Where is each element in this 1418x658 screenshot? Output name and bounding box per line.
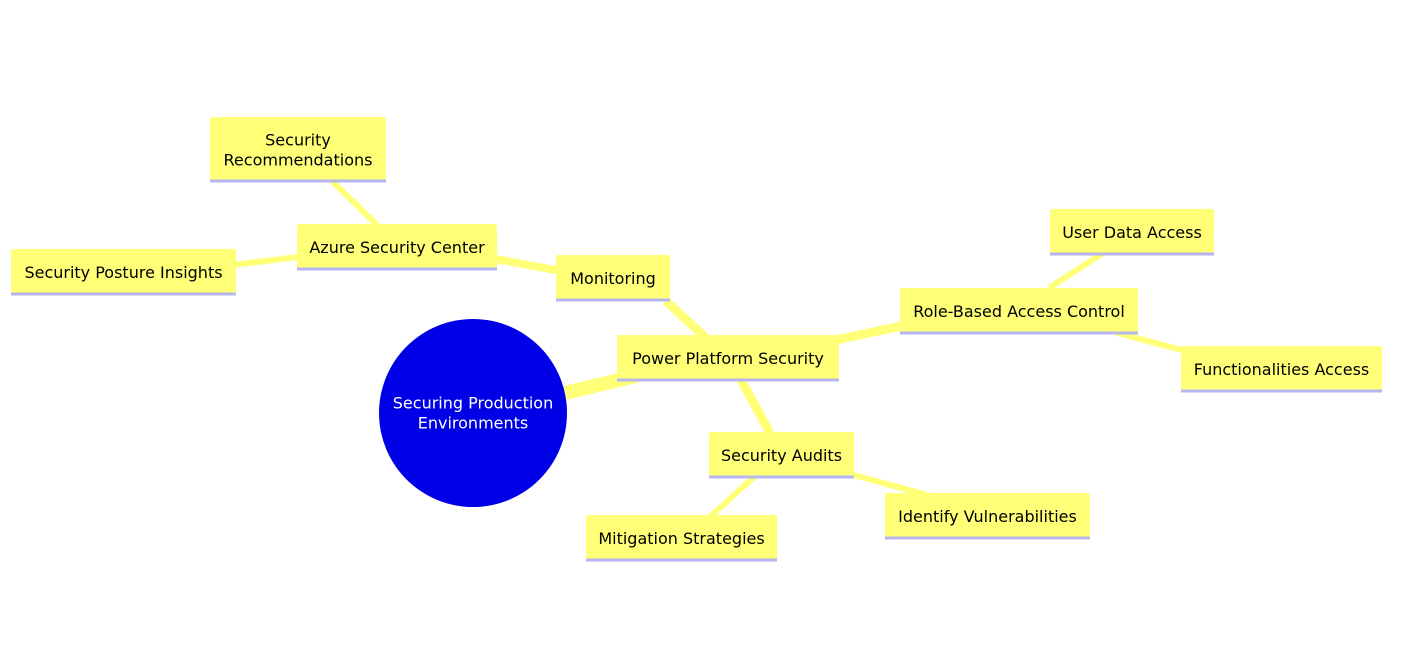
node-box bbox=[1050, 209, 1214, 254]
node-box bbox=[556, 255, 670, 300]
node-user-data-access[interactable]: User Data Access bbox=[1050, 209, 1214, 256]
node-label-security-posture-insights: Security Posture Insights bbox=[24, 263, 222, 282]
node-box bbox=[1181, 346, 1382, 391]
node-box bbox=[210, 117, 386, 181]
node-box bbox=[586, 515, 777, 560]
node-box bbox=[297, 224, 497, 269]
node-role-based-access-control[interactable]: Role-Based Access Control bbox=[900, 288, 1138, 335]
node-label-user-data-access: User Data Access bbox=[1062, 223, 1202, 242]
edge-azure-security-center-to-security-posture-insights bbox=[232, 254, 299, 268]
node-box bbox=[709, 432, 854, 477]
node-label-functionalities-access: Functionalities Access bbox=[1194, 360, 1370, 379]
node-box bbox=[617, 335, 839, 380]
node-label-azure-security-center: Azure Security Center bbox=[309, 238, 485, 257]
root-node-label-line: Environments bbox=[418, 414, 529, 433]
edge-role-based-access-control-to-functionalities-access bbox=[1113, 329, 1190, 355]
node-label-identify-vulnerabilities: Identify Vulnerabilities bbox=[898, 507, 1077, 526]
edge-security-audits-to-identify-vulnerabilities bbox=[849, 471, 932, 499]
edge-power-platform-security-to-security-audits bbox=[736, 375, 774, 436]
node-box bbox=[900, 288, 1138, 333]
node-box bbox=[885, 493, 1090, 538]
node-power-platform-security[interactable]: Power Platform Security bbox=[617, 335, 839, 382]
node-azure-security-center[interactable]: Azure Security Center bbox=[297, 224, 497, 271]
node-label-security-recommendations: Security bbox=[265, 131, 331, 150]
edge-role-based-access-control-to-user-data-access bbox=[1047, 250, 1105, 291]
node-label-security-audits: Security Audits bbox=[721, 446, 842, 465]
root-node-label-line: Securing Production bbox=[393, 394, 553, 413]
node-functionalities-access[interactable]: Functionalities Access bbox=[1181, 346, 1382, 393]
edge-power-platform-security-to-monitoring bbox=[662, 297, 710, 342]
edge-azure-security-center-to-security-recommendations bbox=[328, 177, 381, 229]
node-security-posture-insights[interactable]: Security Posture Insights bbox=[11, 249, 236, 296]
root-node-circle bbox=[379, 319, 567, 507]
node-label-role-based-access-control: Role-Based Access Control bbox=[913, 302, 1125, 321]
node-mitigation-strategies[interactable]: Mitigation Strategies bbox=[586, 515, 777, 562]
node-label-mitigation-strategies: Mitigation Strategies bbox=[598, 529, 764, 548]
edge-security-audits-to-mitigation-strategies bbox=[707, 473, 758, 520]
node-label-monitoring: Monitoring bbox=[570, 269, 656, 288]
node-identify-vulnerabilities[interactable]: Identify Vulnerabilities bbox=[885, 493, 1090, 540]
node-monitoring[interactable]: Monitoring bbox=[556, 255, 670, 302]
node-label-security-recommendations: Recommendations bbox=[224, 151, 373, 170]
edge-monitoring-to-azure-security-center bbox=[489, 254, 557, 274]
edge-power-platform-security-to-role-based-access-control bbox=[830, 321, 903, 346]
node-box bbox=[11, 249, 236, 294]
node-label-power-platform-security: Power Platform Security bbox=[632, 349, 824, 368]
node-security-audits[interactable]: Security Audits bbox=[709, 432, 854, 479]
